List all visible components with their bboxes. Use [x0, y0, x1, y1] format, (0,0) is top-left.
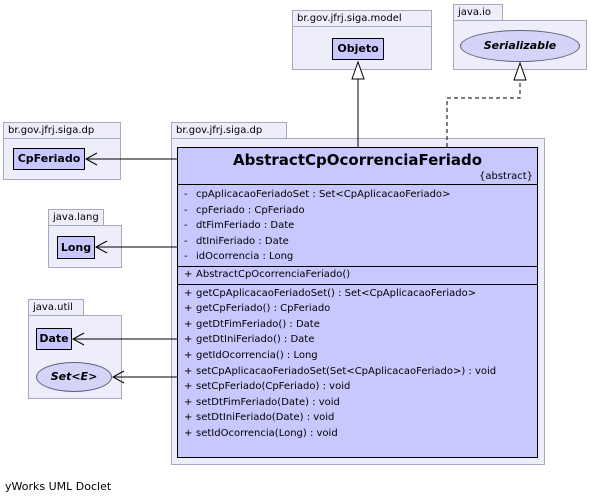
association-arrowhead-set [111, 370, 125, 384]
method-item: +getCpFeriado() : CpFeriado [184, 303, 331, 315]
realization-line-serializable [446, 80, 521, 147]
method-item: +setDtFimFeriado(Date) : void [184, 396, 340, 408]
method-item: +getDtFimFeriado() : Date [184, 318, 320, 330]
realization-arrowhead-serializable [513, 61, 527, 81]
method-item: +setIdOcorrencia(Long) : void [184, 427, 338, 439]
package-tab-io: java.io [453, 4, 503, 20]
association-arrowhead-long [94, 240, 108, 254]
field-item: -dtFimFeriado : Date [184, 220, 295, 232]
interface-set[interactable]: Set<E> [36, 362, 112, 392]
method-item: +getIdOcorrencia() : Long [184, 349, 318, 361]
method-item: +getDtIniFeriado() : Date [184, 334, 315, 346]
package-tab-dp-left: br.gov.jfrj.siga.dp [3, 122, 121, 138]
fields-section: -cpAplicacaoFeriadoSet : Set<CpAplicacao… [178, 184, 537, 266]
package-tab-util: java.util [28, 299, 84, 315]
field-item: -dtIniFeriado : Date [184, 235, 289, 247]
class-objeto[interactable]: Objeto [332, 38, 384, 60]
constructor-item: +AbstractCpOcorrenciaFeriado() [184, 268, 351, 280]
class-abstract-cp-ocorrencia-feriado[interactable]: AbstractCpOcorrenciaFeriado {abstract} -… [177, 147, 538, 458]
class-long[interactable]: Long [57, 236, 95, 259]
association-arrowhead-cpferiado [84, 152, 98, 166]
class-stereotype: {abstract} [479, 171, 533, 182]
field-item: -idOcorrencia : Long [184, 251, 294, 263]
association-arrowhead-date [71, 332, 85, 346]
generalization-arrowhead-objeto [351, 60, 365, 80]
class-cpferiado[interactable]: CpFeriado [13, 148, 85, 170]
method-item: +setCpAplicacaoFeriadoSet(Set<CpAplicaca… [184, 365, 497, 377]
class-name: AbstractCpOcorrenciaFeriado [232, 151, 483, 169]
field-item: -cpFeriado : CpFeriado [184, 204, 305, 216]
constructors-section: +AbstractCpOcorrenciaFeriado() [178, 265, 537, 284]
field-item: -cpAplicacaoFeriadoSet : Set<CpAplicacao… [184, 189, 451, 200]
package-tab-model: br.gov.jfrj.siga.model [292, 10, 432, 26]
method-item: +getCpAplicacaoFeriadoSet() : Set<CpApli… [184, 287, 477, 299]
method-item: +setCpFeriado(CpFeriado) : void [184, 381, 351, 393]
package-tab-lang: java.lang [48, 209, 104, 225]
package-tab-dp-main: br.gov.jfrj.siga.dp [171, 122, 287, 138]
footer-credit: yWorks UML Doclet [5, 480, 112, 493]
method-item: +setDtIniFeriado(Date) : void [184, 412, 335, 424]
class-date[interactable]: Date [36, 328, 72, 350]
methods-section: +getCpAplicacaoFeriadoSet() : Set<CpApli… [178, 283, 537, 442]
